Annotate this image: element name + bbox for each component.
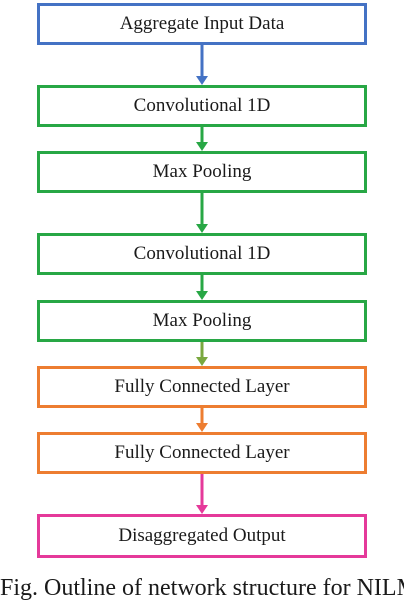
node-label: Convolutional 1D — [133, 243, 271, 264]
node-label: Fully Connected Layer — [114, 376, 290, 397]
arrow-svg — [196, 127, 208, 151]
figure-caption: Fig. Outline of network structure for NI… — [0, 575, 404, 601]
arrow-svg — [196, 193, 208, 233]
node-label: Aggregate Input Data — [119, 13, 285, 34]
arrow-pool2-to-fc1 — [195, 342, 209, 366]
arrow-head — [196, 357, 208, 366]
arrow-head — [196, 224, 208, 233]
arrow-svg — [196, 408, 208, 432]
arrow-input-to-conv1 — [195, 45, 209, 85]
arrow-head — [196, 291, 208, 300]
node-fully-connected-layer-first: Fully Connected Layer — [37, 366, 367, 408]
node-convolutional-1d-first: Convolutional 1D — [37, 85, 367, 127]
arrow-conv1-to-pool1 — [195, 127, 209, 151]
arrow-head — [196, 76, 208, 85]
arrow-fc1-to-fc2 — [195, 408, 209, 432]
arrow-svg — [196, 275, 208, 300]
node-aggregate-input-data: Aggregate Input Data — [37, 3, 367, 45]
node-label: Max Pooling — [152, 161, 252, 182]
node-disaggregated-output: Disaggregated Output — [37, 514, 367, 558]
node-convolutional-1d-second: Convolutional 1D — [37, 233, 367, 275]
node-label: Convolutional 1D — [133, 95, 271, 116]
arrow-conv2-to-pool2 — [195, 275, 209, 300]
arrow-svg — [196, 342, 208, 366]
arrow-head — [196, 505, 208, 514]
arrow-pool1-to-conv2 — [195, 193, 209, 233]
node-max-pooling-first: Max Pooling — [37, 151, 367, 193]
node-fully-connected-layer-second: Fully Connected Layer — [37, 432, 367, 474]
arrow-head — [196, 142, 208, 151]
arrow-fc2-to-output — [195, 474, 209, 514]
arrow-head — [196, 423, 208, 432]
node-label: Fully Connected Layer — [114, 442, 290, 463]
node-max-pooling-second: Max Pooling — [37, 300, 367, 342]
node-label: Disaggregated Output — [118, 525, 286, 546]
arrow-svg — [196, 474, 208, 514]
arrow-svg — [196, 45, 208, 85]
node-label: Max Pooling — [152, 310, 252, 331]
